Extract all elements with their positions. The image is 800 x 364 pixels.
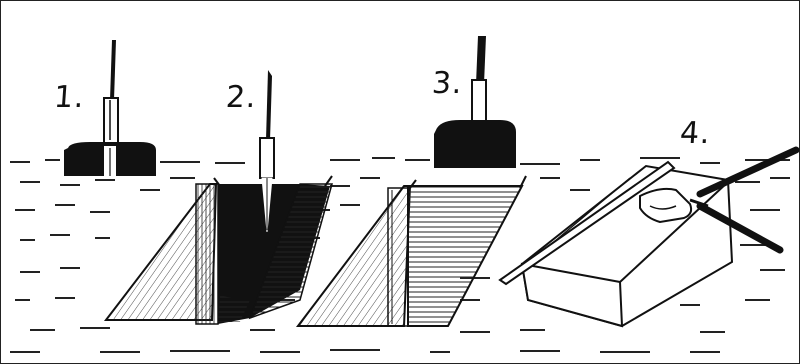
step-3-sample-block [298, 36, 526, 326]
step-label-2: 2. [225, 80, 258, 115]
step-label-4: 4. [679, 116, 712, 151]
step-label-1: 1. [53, 80, 86, 115]
step-label-3: 3. [431, 66, 464, 101]
step-2-driven-cutter [106, 70, 332, 324]
